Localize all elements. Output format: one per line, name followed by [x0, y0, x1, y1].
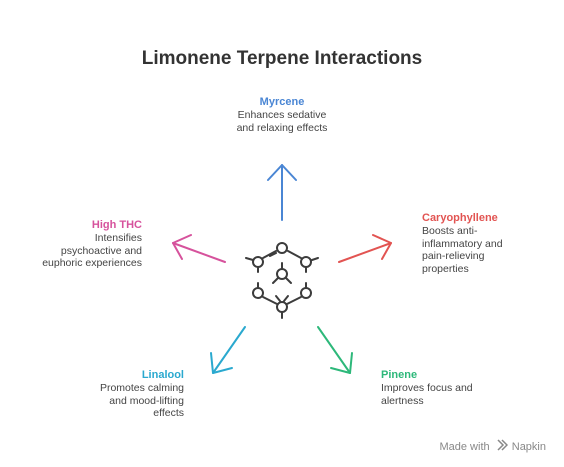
node-linalool: Linalool Promotes calming and mood-lifti…	[64, 368, 184, 420]
node-high-thc: High THC Intensifies psychoactive and eu…	[22, 218, 142, 270]
diagram-title: Limonene Terpene Interactions	[141, 48, 423, 69]
node-caryophyllene-desc: Boosts anti- inflammatory and pain-relie…	[422, 225, 503, 275]
node-linalool-label: Linalool	[141, 369, 184, 381]
footer-brand: Napkin	[511, 441, 546, 453]
arrow-caryophyllene	[338, 234, 392, 263]
node-linalool-desc: Promotes calming and mood-lifting effect…	[99, 382, 184, 419]
footer-prefix: Made with	[439, 441, 490, 453]
arrow-linalool	[210, 326, 246, 374]
arrow-pinene	[317, 326, 353, 374]
footer-made-with: Made with Napkin	[439, 439, 546, 453]
molecule-icon	[245, 242, 319, 319]
napkin-logo-icon	[497, 439, 508, 451]
node-pinene-desc: Improves focus and alertness	[381, 382, 473, 407]
arrow-myrcene	[267, 164, 297, 221]
node-caryophyllene: Caryophyllene Boosts anti- inflammatory …	[422, 211, 542, 275]
arrow-high-thc	[172, 234, 226, 263]
node-myrcene-desc: Enhances sedative and relaxing effects	[236, 109, 328, 134]
node-pinene: Pinene Improves focus and alertness	[381, 368, 501, 407]
node-myrcene-label: Myrcene	[259, 96, 305, 108]
node-caryophyllene-label: Caryophyllene	[422, 212, 498, 224]
node-high-thc-desc: Intensifies psychoactive and euphoric ex…	[42, 232, 142, 269]
node-pinene-label: Pinene	[381, 369, 418, 381]
node-myrcene: Myrcene Enhances sedative and relaxing e…	[222, 95, 342, 134]
node-high-thc-label: High THC	[91, 219, 142, 231]
